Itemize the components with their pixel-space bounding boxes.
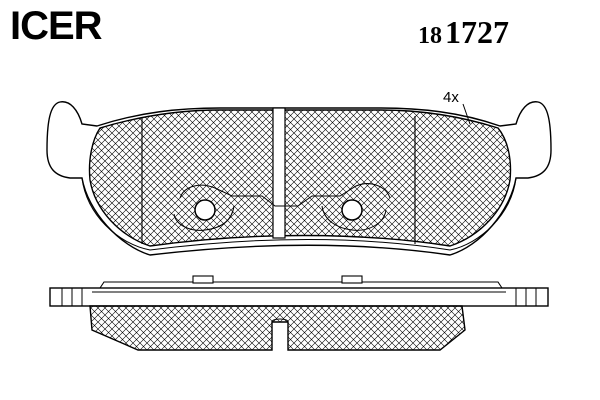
quantity-leader-line [462,103,471,125]
backing-inner-line [81,177,517,251]
part-number: 181727 [418,14,509,51]
backing-plate-outline [46,101,552,256]
side-ear-ticks-right [515,288,537,306]
rivet-hole-left [194,199,216,221]
friction-material [88,109,512,247]
clip-detail [179,183,391,207]
side-ear-ticks-left [61,288,83,306]
side-clip-tab-right [341,275,363,284]
center-slot [272,107,286,239]
part-number-prefix: 18 [418,23,442,49]
side-friction-material [89,305,466,351]
side-center-slot [271,318,289,323]
part-number-main: 1727 [445,14,509,50]
side-clip-tab-left [192,275,214,284]
rivet-hole-right [341,199,363,221]
brand-logo: ICER [10,4,103,48]
side-shim-top [99,281,503,289]
clip-curve-left [173,205,235,231]
quantity-label: 4x [443,89,459,106]
side-backing-plate [49,287,549,307]
clip-curve-right [321,205,387,231]
pad-front-view [46,101,552,256]
pad-side-view [49,275,549,351]
